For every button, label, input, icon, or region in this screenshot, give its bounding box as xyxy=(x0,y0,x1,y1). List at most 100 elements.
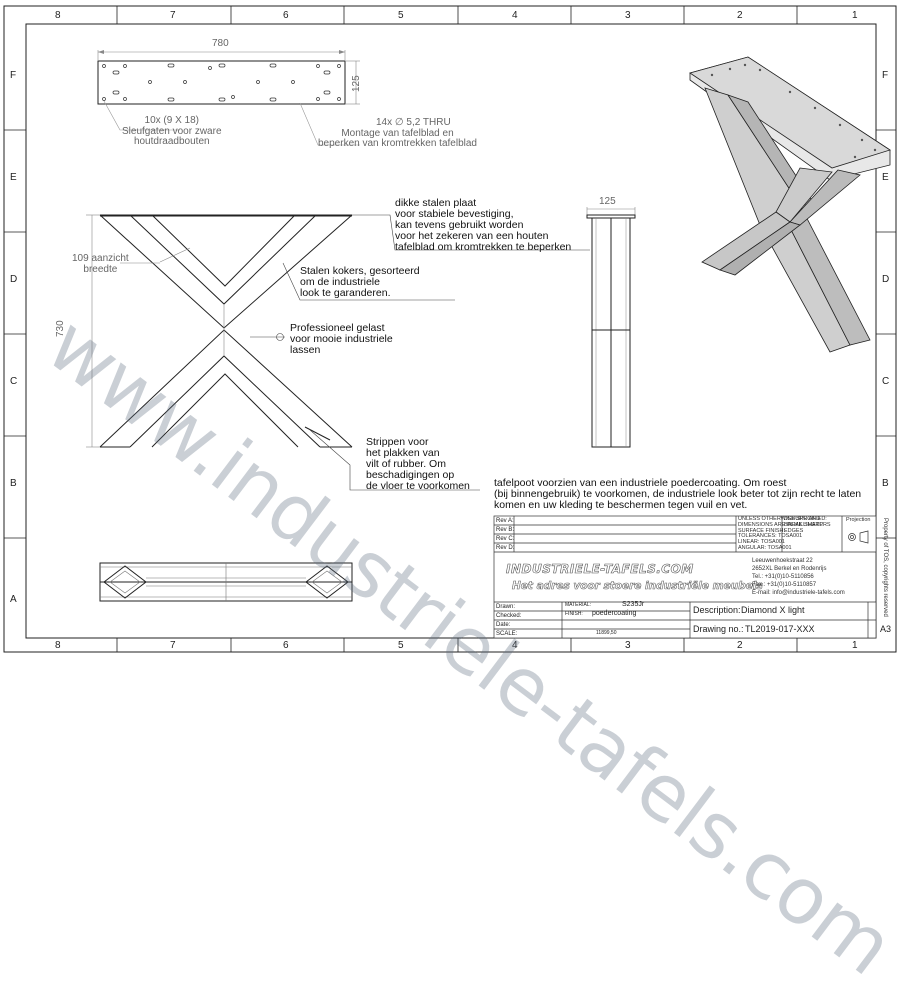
grid-row-label: C xyxy=(10,376,18,387)
company-logo-title: INDUSTRIELE-TAFELS.COM xyxy=(506,562,694,577)
strip-note-line: de vloer te voorkomen xyxy=(366,480,470,493)
company-address: Leeuwenhoekstraat 22 2652XL Berkel en Ro… xyxy=(752,557,845,597)
grid-row-label: E xyxy=(10,172,17,183)
grid-row-label: B xyxy=(10,478,17,489)
grid-row-label: E xyxy=(882,172,889,183)
leg-height-dimension: 730 xyxy=(55,320,66,337)
drawing-number-value: TL2019-017-XXX xyxy=(745,624,815,634)
strip-note-line: Strippen voor xyxy=(366,436,429,448)
tube-note: Stalen kokers, gesorteerd om de industri… xyxy=(300,265,420,299)
address-line: E-mail: info@industriele-tafels.com xyxy=(752,590,845,597)
slot-note-line: 10x (9 X 18) xyxy=(144,115,199,126)
copyright-line: Property of TOS, xyxy=(882,518,888,563)
outer-frame xyxy=(3,5,897,653)
copyright-line: copyrights reserved xyxy=(882,564,888,617)
grid-col-label: 3 xyxy=(625,640,631,651)
material-label: MATERIAL: xyxy=(565,602,592,608)
checked-label: Checked: xyxy=(496,613,522,619)
spec-line: TOLERANCES: TOSA001 xyxy=(738,533,803,540)
front-view xyxy=(86,214,590,491)
grid-ticks xyxy=(4,6,896,652)
grid-row-label: C xyxy=(882,376,890,387)
bottom-view xyxy=(99,562,353,602)
projection-label: Projection xyxy=(846,517,871,523)
slot-note: 10x (9 X 18) Sleufgaten voor zware houtd… xyxy=(122,115,222,148)
side-view xyxy=(586,207,636,448)
weld-note: Professioneel gelast voor mooie industri… xyxy=(290,322,393,357)
address-line: Leeuwenhoekstraat 22 xyxy=(752,558,813,564)
grid-col-label: 7 xyxy=(170,10,176,21)
address-line: Fax.: +31(0)10-5110857 xyxy=(752,582,817,589)
width-note: 109 aanzicht breedte xyxy=(72,253,129,275)
deburr-line: BREAK SHARP xyxy=(784,521,824,528)
material-value: S235Jr xyxy=(622,601,645,608)
grid-col-label: 8 xyxy=(55,640,61,651)
weld-note-line: lassen xyxy=(290,344,321,357)
iso-view xyxy=(689,56,891,353)
strip-note-line: het plakken van xyxy=(366,447,440,460)
spec-line: SURFACE FINISH: xyxy=(738,527,786,534)
grid-col-label: 4 xyxy=(512,640,518,651)
weld-note-line: Professioneel gelast xyxy=(290,322,385,334)
plate-note: dikke stalen plaat voor stabiele bevesti… xyxy=(395,197,572,254)
rev-label: Rev B: xyxy=(496,527,515,533)
address-line: Tel.: +31(0)10-5110856 xyxy=(752,574,814,581)
inner-frame xyxy=(25,23,877,639)
grid-col-label: 5 xyxy=(398,10,404,21)
top-view xyxy=(97,50,360,146)
deburr-note: DEBURR AND BREAK SHARP EDGES xyxy=(784,516,824,534)
grid-col-label: 1 xyxy=(852,10,858,21)
grid-row-label: F xyxy=(882,70,889,81)
grid-col-label: 7 xyxy=(170,640,176,651)
grid-row-label: D xyxy=(10,274,18,285)
address-line: 2652XL Berkel en Rodenrijs xyxy=(752,566,827,573)
coating-note-line: komen en uw kleding te beschermen tegen … xyxy=(494,499,748,512)
strip-note-line: vilt of rubber. Om xyxy=(366,458,446,471)
drawing-number-label: Drawing no.: xyxy=(693,624,744,634)
weld-note-line: voor mooie industriele xyxy=(290,333,393,346)
grid-col-label: 8 xyxy=(55,10,61,21)
grid-row-label: B xyxy=(882,478,889,489)
sheet-size: A3 xyxy=(880,624,892,634)
rev-label: Rev C: xyxy=(496,536,515,542)
plate-note-line: dikke stalen plaat xyxy=(395,197,477,209)
width-note-line: breedte xyxy=(83,263,118,275)
tube-note-line: om de industriele xyxy=(300,276,380,289)
date-label: Date: xyxy=(496,622,511,628)
rev-label: Rev D: xyxy=(496,545,515,551)
copyright-notice: Property of TOS, copyrights reserved xyxy=(882,518,888,617)
hole-note-line: beperken van kromtrekken tafelblad xyxy=(318,138,477,149)
coating-note-line: (bij binnengebruik) te voorkomen, de ind… xyxy=(494,488,862,501)
plate-note-line: tafelblad om kromtrekken te beperken xyxy=(395,241,572,254)
width-note-line: 109 aanzicht xyxy=(72,253,129,264)
tube-note-line: Stalen kokers, gesorteerd xyxy=(300,265,420,277)
grid-col-label: 2 xyxy=(737,640,743,651)
description-label: Description: xyxy=(693,605,741,615)
deburr-line: EDGES xyxy=(784,527,804,534)
hole-note-line: 14x ∅ 5,2 THRU xyxy=(376,117,451,128)
spec-line: LINEAR: TOSA001 xyxy=(738,539,785,546)
hole-note-line: Montage van tafelblad en xyxy=(341,127,454,139)
plate-width-dimension: 780 xyxy=(212,38,229,49)
weight-value: 11899,50 xyxy=(596,630,617,636)
scale-label: SCALE: xyxy=(496,631,518,637)
strip-note: Strippen voor het plakken van vilt of ru… xyxy=(366,436,470,493)
grid-col-label: 3 xyxy=(625,10,631,21)
plate-note-line: voor stabiele bevestiging, xyxy=(395,208,514,221)
coating-note: tafelpoot voorzien van een industriele p… xyxy=(494,477,862,512)
drawing-sheet: 8 7 6 5 4 3 2 1 8 7 6 5 4 3 2 1 F E D C … xyxy=(3,5,900,993)
grid-col-label: 4 xyxy=(512,10,518,21)
top-plate xyxy=(97,60,346,105)
plate-depth-dimension: 125 xyxy=(351,75,362,92)
spec-line: UNLESS OTHERWISE SPECIFIED: xyxy=(738,516,827,522)
deburr-line: DEBURR AND xyxy=(784,516,821,522)
finish-label: FINISH: xyxy=(565,611,583,617)
company-logo-slogan: Het adres voor stoere industriële meubel… xyxy=(512,580,763,593)
grid-row-label: F xyxy=(10,70,17,81)
title-block xyxy=(493,515,877,639)
rev-label: Rev A: xyxy=(496,518,514,524)
hole-note: 14x ∅ 5,2 THRU Montage van tafelblad en … xyxy=(318,117,477,150)
spec-line: ANGULAR: TOSA001 xyxy=(738,544,792,551)
grid-col-label: 6 xyxy=(283,640,289,651)
grid-col-label: 1 xyxy=(852,640,858,651)
